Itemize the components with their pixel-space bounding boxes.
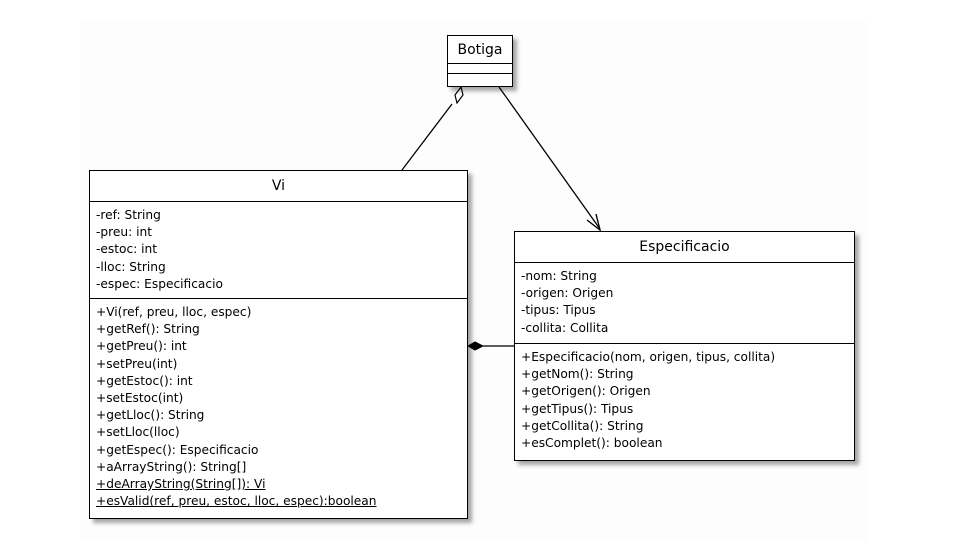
attribute: -origen: Origen [521,286,614,301]
class-name: Botiga [448,36,512,64]
attribute: -ref: String [96,208,161,222]
operation: +Especificacio(nom, origen, tipus, colli… [521,350,776,364]
static-operation: +deArrayString(String[]): Vi [96,477,266,492]
operation: +getNom(): String [521,367,634,382]
operation: +getPreu(): int [96,339,187,354]
operation: +setEstoc(int) [96,391,184,406]
operation: +getEstoc(): int [96,373,193,388]
attributes-compartment: -nom: String -origen: Origen -tipus: Tip… [515,263,854,344]
operation: +esComplet(): boolean [521,436,663,451]
operation: +getLloc(): String [96,408,205,423]
attribute: -preu: int [96,225,152,240]
operation: +getOrigen(): Origen [521,384,651,399]
attributes-compartment: -ref: String -preu: int -estoc: int -llo… [90,202,467,299]
operation: +aArrayString(): String[] [96,459,247,474]
class-name: Especificacio [515,232,854,263]
operation: +setLloc(lloc) [96,425,180,440]
attribute: -estoc: int [96,242,158,257]
operation: +getTipus(): Tipus [521,401,634,416]
attribute: -espec: Especificacio [96,276,223,291]
operations-compartment [448,74,512,86]
static-operation: +esValid(ref, preu, estoc, lloc, espec):… [96,494,377,509]
attribute: -collita: Collita [521,320,609,335]
operation: +setPreu(int) [96,356,178,371]
operations-compartment: +Vi(ref, preu, lloc, espec) +getRef(): S… [90,299,467,517]
attribute: -lloc: String [96,259,166,274]
attribute: -tipus: Tipus [521,303,596,318]
operation: +getRef(): String [96,322,200,337]
attribute: -nom: String [521,269,597,283]
class-especificacio[interactable]: Especificacio -nom: String -origen: Orig… [514,231,855,461]
class-botiga[interactable]: Botiga [447,35,513,87]
operation: +getEspec(): Especificacio [96,442,259,457]
operations-compartment: +Especificacio(nom, origen, tipus, colli… [515,344,854,460]
operation: +Vi(ref, preu, lloc, espec) [96,305,252,319]
operation: +getCollita(): String [521,418,644,433]
attributes-compartment [448,64,512,74]
class-vi[interactable]: Vi -ref: String -preu: int -estoc: int -… [89,170,468,519]
class-name: Vi [90,171,467,202]
